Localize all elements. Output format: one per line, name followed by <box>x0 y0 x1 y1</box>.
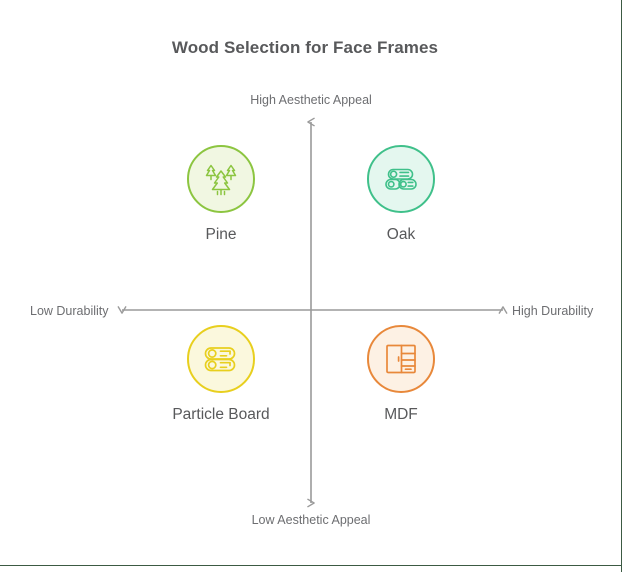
axis-label-low-durability: Low Durability <box>30 304 109 318</box>
quadrant-item-oak[interactable]: Oak <box>321 145 481 244</box>
particle-board-icon-circle <box>187 325 255 393</box>
pine-icon-circle <box>187 145 255 213</box>
quadrant-label-mdf: MDF <box>384 406 418 423</box>
axis-label-low-aesthetic-appeal: Low Aesthetic Appeal <box>251 513 371 527</box>
quadrant-label-pine: Pine <box>205 226 237 243</box>
frame-bottom-border <box>0 565 622 566</box>
axis-label-high-durability: High Durability <box>512 304 594 318</box>
page-title: Wood Selection for Face Frames <box>171 38 439 57</box>
mdf-icon-circle <box>367 325 435 393</box>
quadrant-item-particle-board[interactable]: Particle Board <box>141 325 301 424</box>
quadrant-label-oak: Oak <box>386 226 416 243</box>
stacked-logs-icon <box>380 158 422 200</box>
oak-icon-circle <box>367 145 435 213</box>
quadrant-item-pine[interactable]: Pine <box>141 145 301 244</box>
planks-icon <box>200 338 242 380</box>
cabinet-icon <box>380 338 422 380</box>
pine-trees-icon <box>200 158 242 200</box>
quadrant-item-mdf[interactable]: MDF <box>321 325 481 424</box>
quadrant-label-particle-board: Particle Board <box>172 406 270 423</box>
axis-label-high-aesthetic-appeal: High Aesthetic Appeal <box>250 93 372 107</box>
